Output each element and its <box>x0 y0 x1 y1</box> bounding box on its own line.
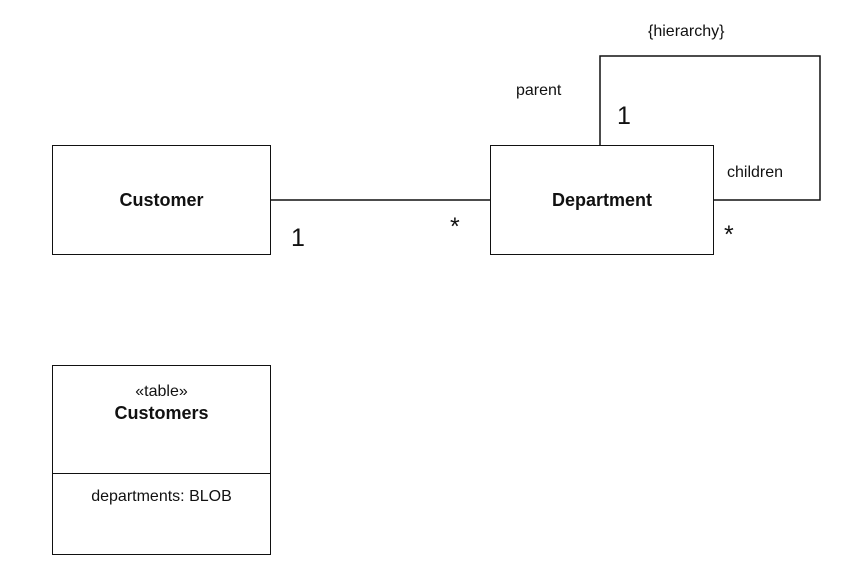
customer-class-name: Customer <box>119 189 204 210</box>
hierarchy-constraint: {hierarchy} <box>648 23 725 40</box>
customer-multiplicity: 1 <box>291 224 305 252</box>
table-stereotype: «table» <box>135 383 188 400</box>
table-name: Customers <box>114 403 209 424</box>
hierarchy-self-association-line <box>599 55 821 201</box>
children-role-label: children <box>727 164 784 181</box>
customers-table-header: «table» Customers <box>53 366 270 474</box>
department-multiplicity: * <box>450 213 460 241</box>
parent-role-label: parent <box>516 82 562 99</box>
department-class[interactable]: Department <box>490 145 714 255</box>
customer-class[interactable]: Customer <box>52 145 271 255</box>
table-column: departments: BLOB <box>91 488 232 505</box>
customers-table[interactable]: «table» Customers departments: BLOB <box>52 365 271 555</box>
department-class-name: Department <box>551 189 653 210</box>
customers-table-body: departments: BLOB <box>53 474 270 506</box>
parent-multiplicity: 1 <box>617 102 631 130</box>
children-multiplicity: * <box>724 221 734 249</box>
